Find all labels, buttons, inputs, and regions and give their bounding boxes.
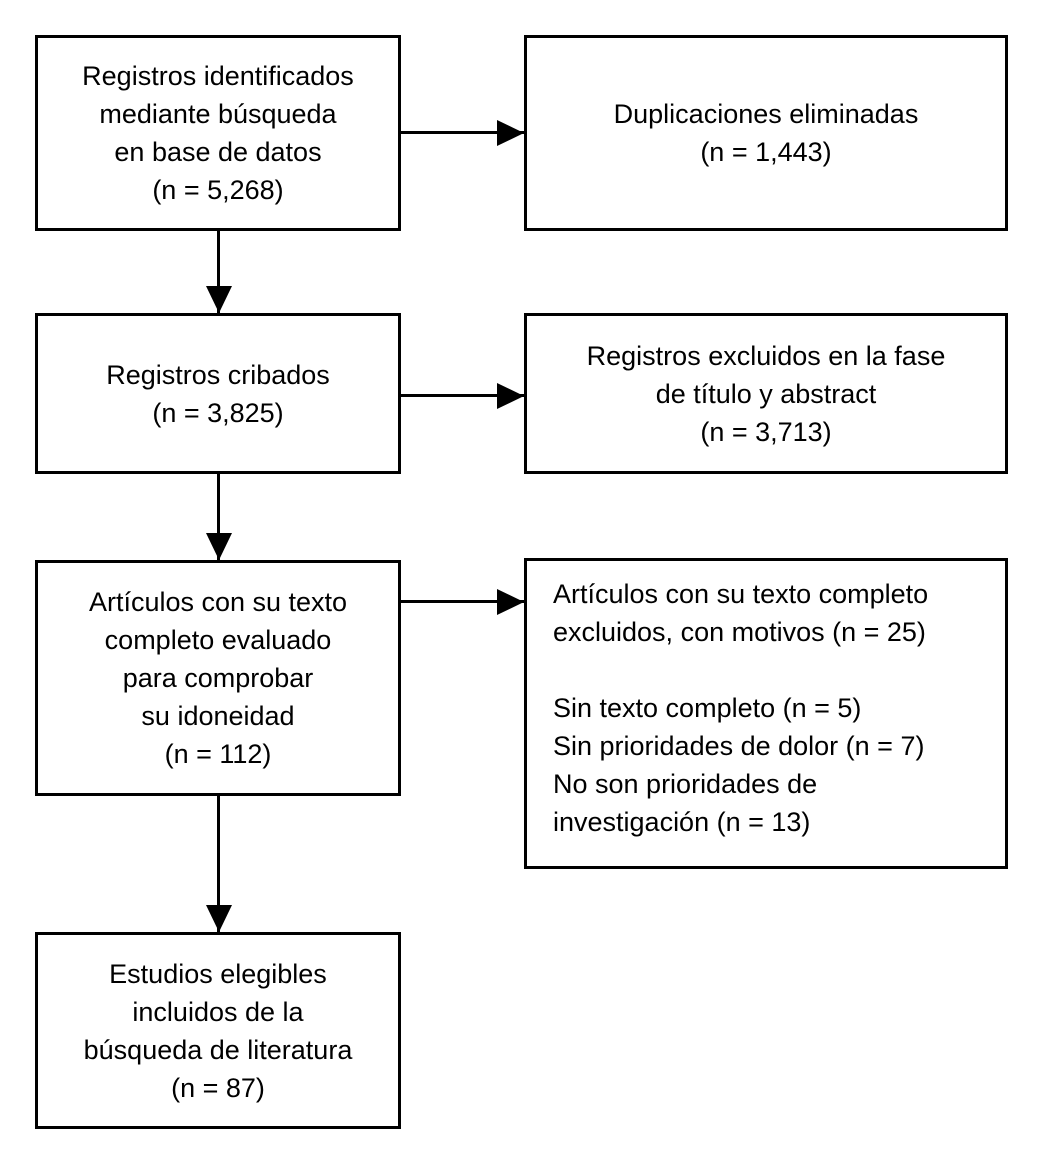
arrow-down-screened-to-fulltext-icon — [205, 474, 232, 560]
node-records-screened: Registros cribados (n = 3,825) — [35, 313, 401, 474]
arrow-right-screened-to-excluded-icon — [401, 382, 524, 409]
node-studies-included: Estudios elegibles incluidos de la búsqu… — [35, 932, 401, 1129]
arrow-right-identified-to-duplicates-icon — [401, 119, 524, 146]
arrow-down-identified-to-screened-icon — [205, 231, 232, 313]
node-fulltext-assessed: Artículos con su texto completo evaluado… — [35, 560, 401, 796]
node-records-excluded-title-abstract: Registros excluidos en la fase de título… — [524, 313, 1008, 474]
node-duplicates-removed: Duplicaciones eliminadas (n = 1,443) — [524, 35, 1008, 231]
node-fulltext-excluded: Artículos con su texto completo excluido… — [524, 558, 1008, 869]
arrow-right-fulltext-to-excluded-icon — [401, 588, 524, 615]
arrow-down-fulltext-to-included-icon — [205, 796, 232, 932]
node-records-identified: Registros identificados mediante búsqued… — [35, 35, 401, 231]
